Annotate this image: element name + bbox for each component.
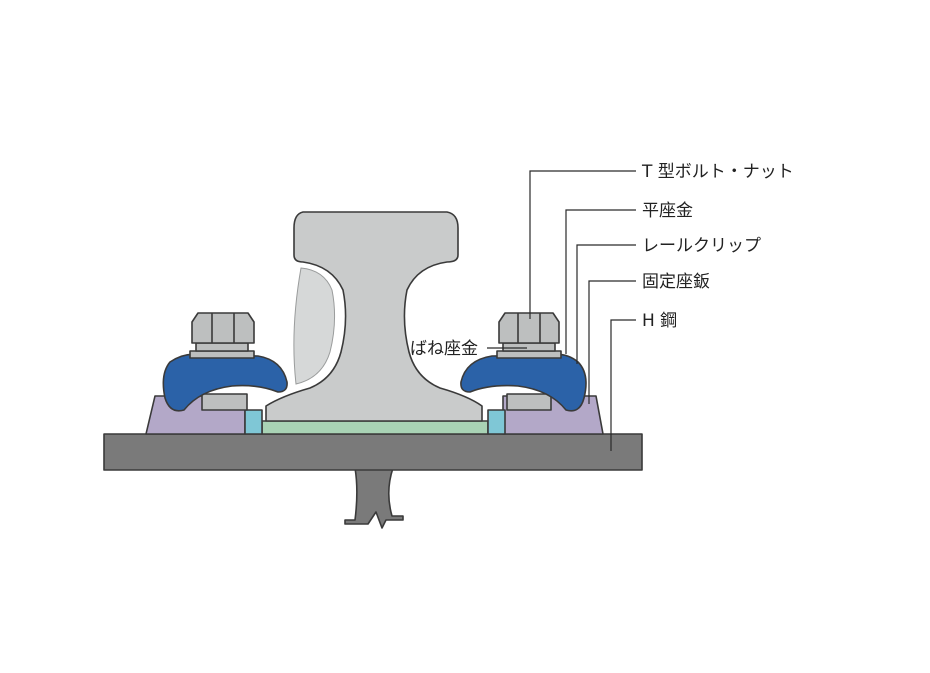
label-spring-washer: ばね座金: [410, 339, 478, 359]
nut-left: [191, 312, 255, 344]
label-h-steel: H 鋼: [642, 311, 677, 331]
spring-washer-right: [502, 342, 556, 352]
rail-highlight: [293, 267, 336, 385]
bolt-block-right: [506, 393, 552, 411]
h-steel-flange: [103, 433, 643, 471]
bolt-block-left: [201, 393, 248, 411]
leader-rail-clip: [576, 244, 636, 364]
rail: [265, 211, 483, 422]
label-flat-washer: 平座金: [642, 201, 693, 221]
rail-clip-left: [162, 353, 288, 412]
spring-washer-left: [195, 342, 249, 352]
leader-fixed-base-plate: [588, 280, 636, 404]
label-t-bolt-nut: T 型ボルト・ナット: [641, 162, 794, 182]
rail-pad: [261, 420, 489, 435]
leader-flat-washer: [565, 209, 636, 354]
flat-washer-right: [496, 350, 562, 359]
label-fixed-base-plate: 固定座鈑: [642, 272, 710, 292]
leader-h-steel: [610, 319, 636, 451]
spacer-left: [244, 409, 263, 435]
flat-washer-left: [189, 350, 255, 359]
rail-clip-right: [460, 353, 587, 412]
leader-t-bolt-nut: [529, 170, 636, 319]
label-rail-clip: レールクリップ: [642, 236, 761, 256]
nut-right: [498, 312, 560, 344]
h-steel-web: [344, 467, 404, 529]
spacer-right: [487, 409, 506, 435]
